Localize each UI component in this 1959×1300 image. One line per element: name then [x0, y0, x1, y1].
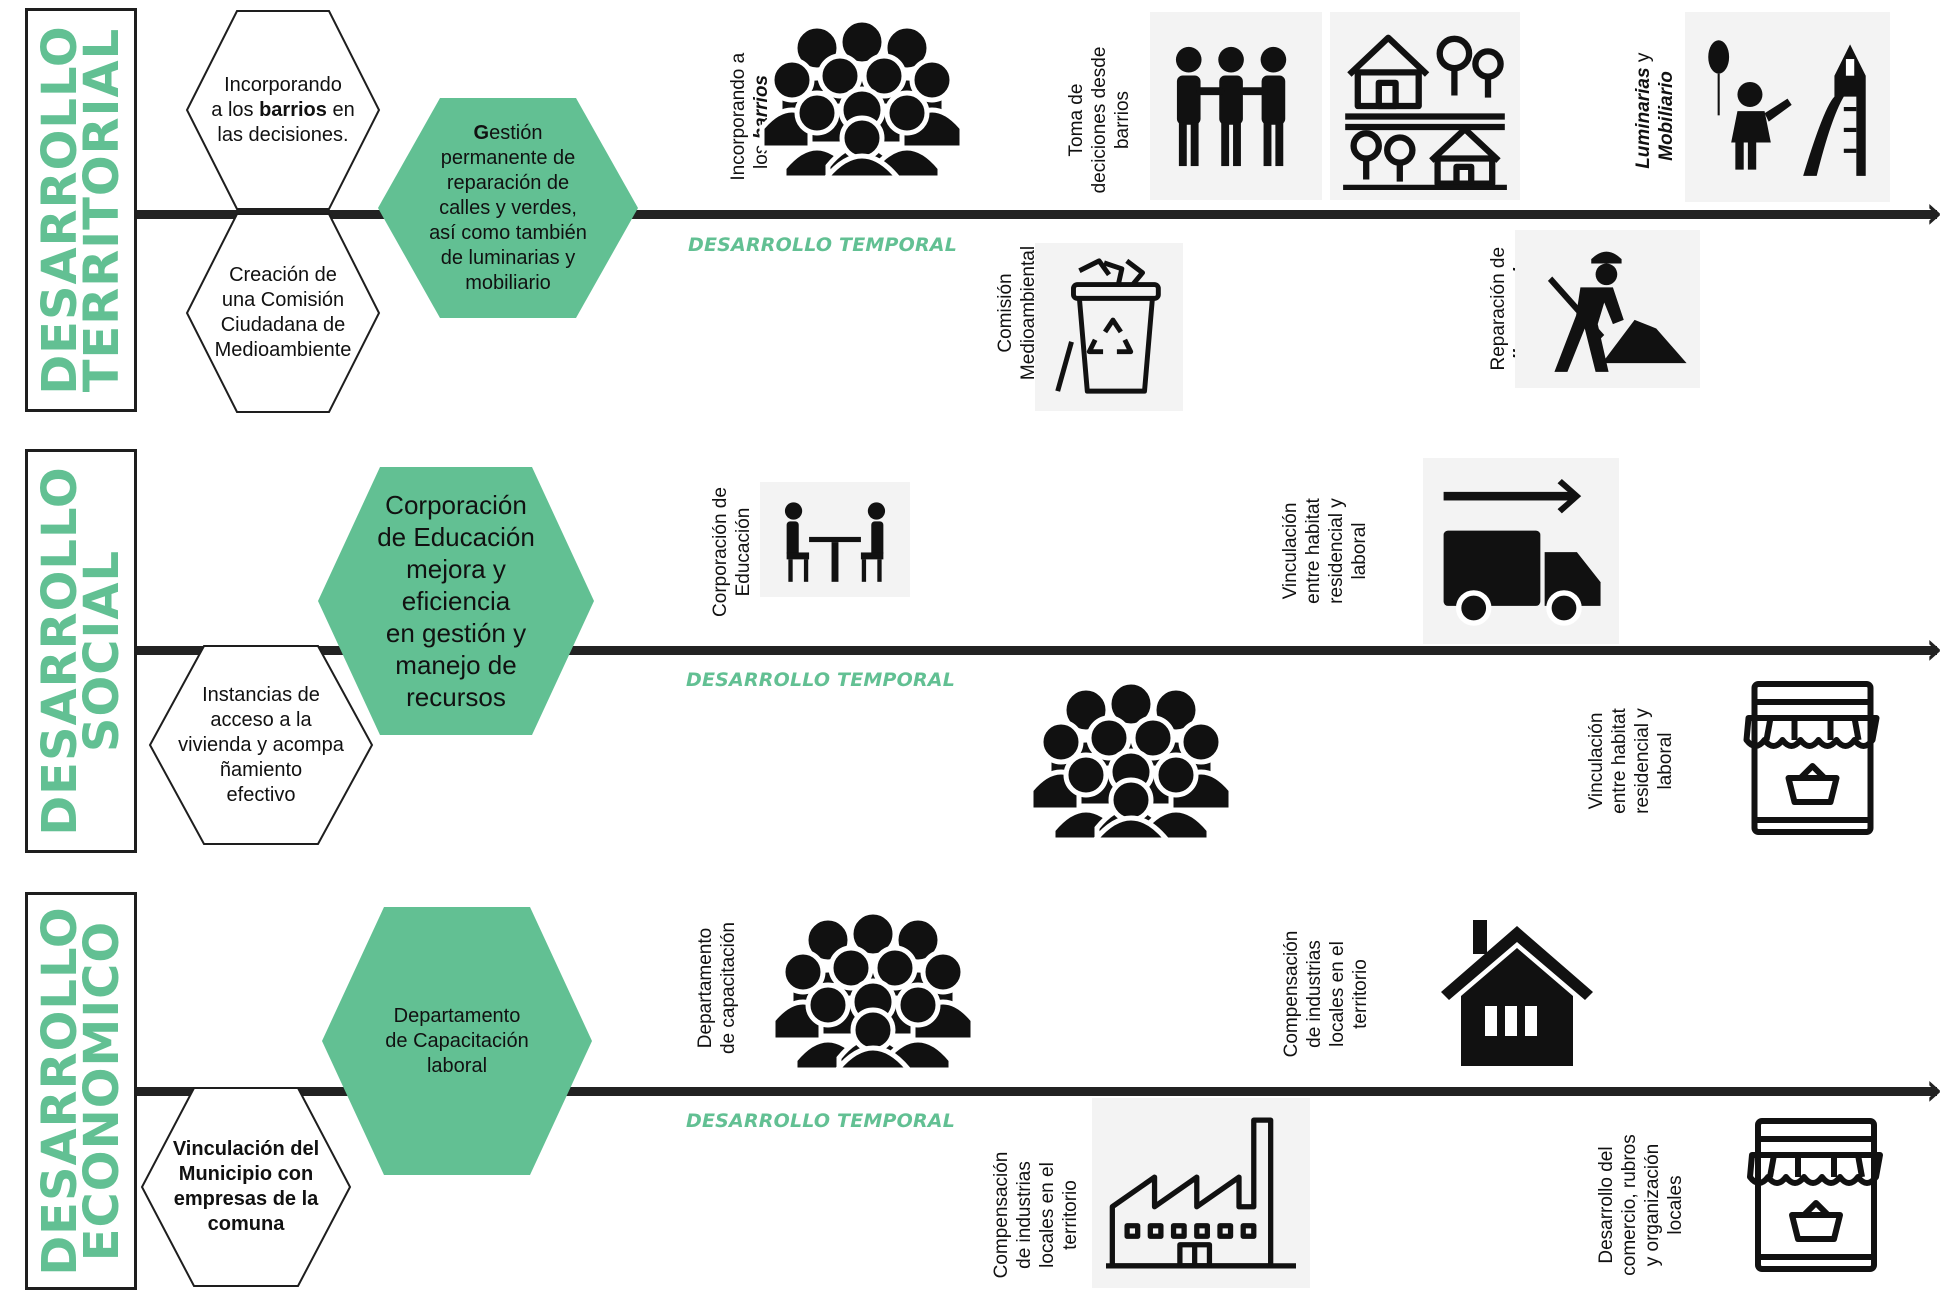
market-stall-icon: [1740, 678, 1885, 838]
crowd-icon: [1025, 680, 1237, 840]
timeline-economico-label: DESARROLLO TEMPORAL: [686, 1110, 956, 1132]
hex-gestion-permanente: Gestión permanente de reparación de call…: [378, 98, 638, 318]
market-stall-icon: [1742, 1115, 1890, 1275]
hex-vinculacion-text: Vinculación del Municipio con empresas d…: [172, 1138, 320, 1235]
section-social-box: DESARROLLO SOCIAL: [25, 449, 137, 853]
label-vinculacion-habitat-1: Vinculación entre habitat residencial y …: [1280, 498, 1370, 604]
label-incorporando-barrios: Incorporando a los barrios: [728, 52, 772, 181]
label-vinculacion-habitat-2: Vinculación entre habitat residencial y …: [1586, 708, 1676, 814]
section-economico-title: DESARROLLO ECONOMICO: [32, 906, 130, 1276]
section-economico-box: DESARROLLO ECONOMICO: [25, 892, 137, 1290]
road-worker-icon: [1515, 230, 1700, 388]
hex-corporacion-educacion: Corporación de Educación mejora y eficie…: [318, 467, 594, 735]
hex-departamento-capacitacion: Departamento de Capacitación laboral: [322, 907, 592, 1175]
meeting-table-icon: [760, 482, 910, 597]
label-corporacion-educacion: Corporación de Educación: [710, 487, 754, 617]
label-departamento-capacitacion: Departamento de capacitación: [695, 921, 739, 1055]
timeline-social: [137, 646, 1937, 655]
section-social-title: DESARROLLO SOCIAL: [32, 466, 130, 836]
hex-barrios-decisiones: Incorporando a los barrios en las decisi…: [185, 10, 381, 210]
timeline-territorial-label: DESARROLLO TEMPORAL: [688, 234, 958, 256]
hex-barrios-text: Incorporando a los barrios en las decisi…: [211, 73, 355, 146]
recycle-bin-icon: [1035, 243, 1183, 411]
timeline-territorial-arrowhead: ›: [1925, 185, 1944, 239]
hex-departamento-text: Departamento de Capacitación laboral: [385, 1004, 529, 1077]
child-playground-icon: [1685, 12, 1890, 202]
neighborhood-icon: [1330, 12, 1520, 200]
section-territorial-box: DESARROLLO TERRITORIAL: [25, 8, 137, 412]
label-luminarias-mobiliario: Luminarias y Mobiliario: [1633, 52, 1677, 169]
label-toma-decisiones: Toma de deciciones desde barrios: [1066, 46, 1133, 194]
label-compensacion-industrias-2: Compensación de industrias locales en el…: [991, 1151, 1081, 1279]
label-compensacion-industrias-1: Compensación de industrias locales en el…: [1281, 930, 1371, 1058]
crowd-icon: [757, 18, 967, 178]
house-icon: [1432, 920, 1602, 1070]
timeline-economico: [137, 1087, 1937, 1096]
factory-icon: [1092, 1098, 1310, 1288]
hex-vinculacion-municipio: Vinculación del Municipio con empresas d…: [140, 1087, 352, 1287]
hex-instancias-text: Instancias de acceso a la vivienda y aco…: [178, 683, 344, 806]
timeline-territorial: [137, 210, 1937, 219]
timeline-social-label: DESARROLLO TEMPORAL: [686, 669, 956, 691]
label-reparacion-calles: Reparación de calles y verdes: [1488, 246, 1532, 381]
hex-gestion-text: Gestión permanente de reparación de call…: [429, 121, 587, 294]
hex-comision-text: Creación de una Comisión Ciudadana de Me…: [214, 264, 352, 361]
meeting-people-icon: [1150, 12, 1322, 200]
hex-corporacion-text: Corporación de Educación mejora y eficie…: [377, 490, 535, 712]
timeline-social-arrowhead: ›: [1925, 621, 1944, 675]
timeline-economico-arrowhead: ›: [1925, 1062, 1944, 1116]
delivery-truck-icon: [1423, 458, 1619, 644]
crowd-icon: [768, 910, 978, 1070]
section-territorial-title: DESARROLLO TERRITORIAL: [32, 25, 130, 395]
hex-instancias-vivienda: Instancias de acceso a la vivienda y aco…: [148, 645, 374, 845]
hex-comision-ciudadana: Creación de una Comisión Ciudadana de Me…: [185, 213, 381, 413]
label-desarrollo-comercio: Desarrollo del comercio, rubros y organi…: [1596, 1134, 1686, 1276]
